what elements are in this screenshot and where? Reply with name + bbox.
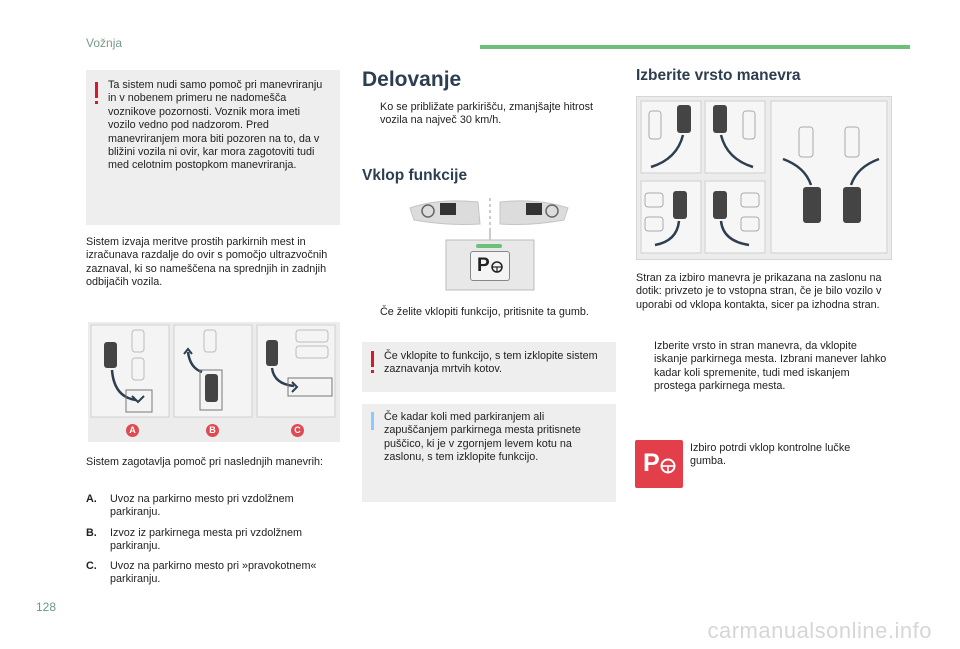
maneuver-a: A. Uvoz na parkirno mesto pri vzdolžnem … bbox=[86, 493, 336, 520]
warning-text: Ta sistem nudi samo pomoč pri manevriran… bbox=[108, 79, 323, 172]
diagram-label-a: A bbox=[126, 424, 139, 437]
console-art bbox=[409, 198, 569, 291]
speed-note-text: Ko se približate parkirišču, zmanjšajte … bbox=[380, 101, 594, 127]
maneuver-diagram-art bbox=[90, 324, 336, 418]
maneuver-diagram: A B C bbox=[88, 322, 340, 442]
maneuver-c-label: C. bbox=[86, 560, 97, 572]
park-assist-button-glyph: P bbox=[477, 255, 490, 276]
page-number: 128 bbox=[36, 600, 57, 614]
indicator-lamp bbox=[476, 244, 502, 248]
lamp-note: Izbiro potrdi vklop kontrolne lučke gumb… bbox=[690, 442, 851, 468]
blind-spot-warning-text: Če vklopite to funkcijo, s tem izklopite… bbox=[384, 350, 598, 376]
maneuver-b-text: Izvoz iz parkirnega mesta pri vzdolžnem … bbox=[110, 527, 303, 553]
info-icon bbox=[371, 412, 374, 430]
press-note-text: Če želite vklopiti funkcijo, pritisnite … bbox=[380, 306, 589, 318]
steering-wheel-icon bbox=[660, 458, 676, 474]
warning-icon-dot bbox=[95, 101, 98, 104]
warning-box: Ta sistem nudi samo pomoč pri manevriran… bbox=[86, 70, 340, 225]
speed-note: Ko se približate parkirišču, zmanjšajte … bbox=[362, 101, 612, 128]
watermark: carmanualsonline.info bbox=[707, 618, 932, 643]
maneuver-type-title: Izberite vrsto manevra bbox=[636, 67, 801, 84]
delovanje-title: Delovanje bbox=[362, 68, 462, 91]
park-assist-button[interactable]: P bbox=[470, 251, 510, 281]
park-assist-lamp-button: P bbox=[635, 440, 683, 488]
press-note: Če želite vklopiti funkcijo, pritisnite … bbox=[362, 306, 618, 319]
choose-note: Izberite vrsto in stran manevra, da vklo… bbox=[636, 340, 888, 394]
warning-icon bbox=[371, 351, 374, 367]
console-illustration: P bbox=[408, 196, 572, 292]
diagram-label-c: C bbox=[291, 424, 304, 437]
info-box: Če kadar koli med parkiranjem ali zapušč… bbox=[362, 404, 616, 502]
maneuver-b-label: B. bbox=[86, 527, 97, 539]
maneuvers-intro: Sistem zagotavlja pomoč pri naslednjih m… bbox=[86, 456, 324, 468]
park-assist-lamp-glyph: P bbox=[643, 449, 660, 477]
maneuver-c-text: Uvoz na parkirno mesto pri »pravokotnem«… bbox=[110, 560, 317, 586]
info-text: Če kadar koli med parkiranjem ali zapušč… bbox=[384, 411, 581, 464]
warning-icon-dot bbox=[371, 370, 374, 373]
section-header-bar bbox=[480, 45, 910, 49]
screen-note: Stran za izbiro manevra je prikazana na … bbox=[636, 272, 882, 311]
diagram-label-b: B bbox=[206, 424, 219, 437]
vklop-title: Vklop funkcije bbox=[362, 167, 468, 184]
maneuver-c: C. Uvoz na parkirno mesto pri »pravokotn… bbox=[86, 560, 336, 587]
maneuver-b: B. Izvoz iz parkirnega mesta pri vzdolžn… bbox=[86, 527, 336, 554]
warning-icon bbox=[95, 82, 98, 98]
section-header: Vožnja bbox=[86, 36, 123, 50]
maneuver-selection-art bbox=[640, 100, 888, 254]
system-intro: Sistem izvaja meritve prostih parkirnih … bbox=[86, 236, 328, 289]
maneuver-a-label: A. bbox=[86, 493, 97, 505]
maneuver-a-text: Uvoz na parkirno mesto pri vzdolžnem par… bbox=[110, 493, 294, 519]
steering-wheel-icon bbox=[491, 261, 503, 273]
choose-note-text: Izberite vrsto in stran manevra, da vklo… bbox=[654, 340, 887, 393]
blind-spot-warning-box: Če vklopite to funkcijo, s tem izklopite… bbox=[362, 342, 616, 392]
maneuver-selection-screen bbox=[636, 96, 892, 260]
